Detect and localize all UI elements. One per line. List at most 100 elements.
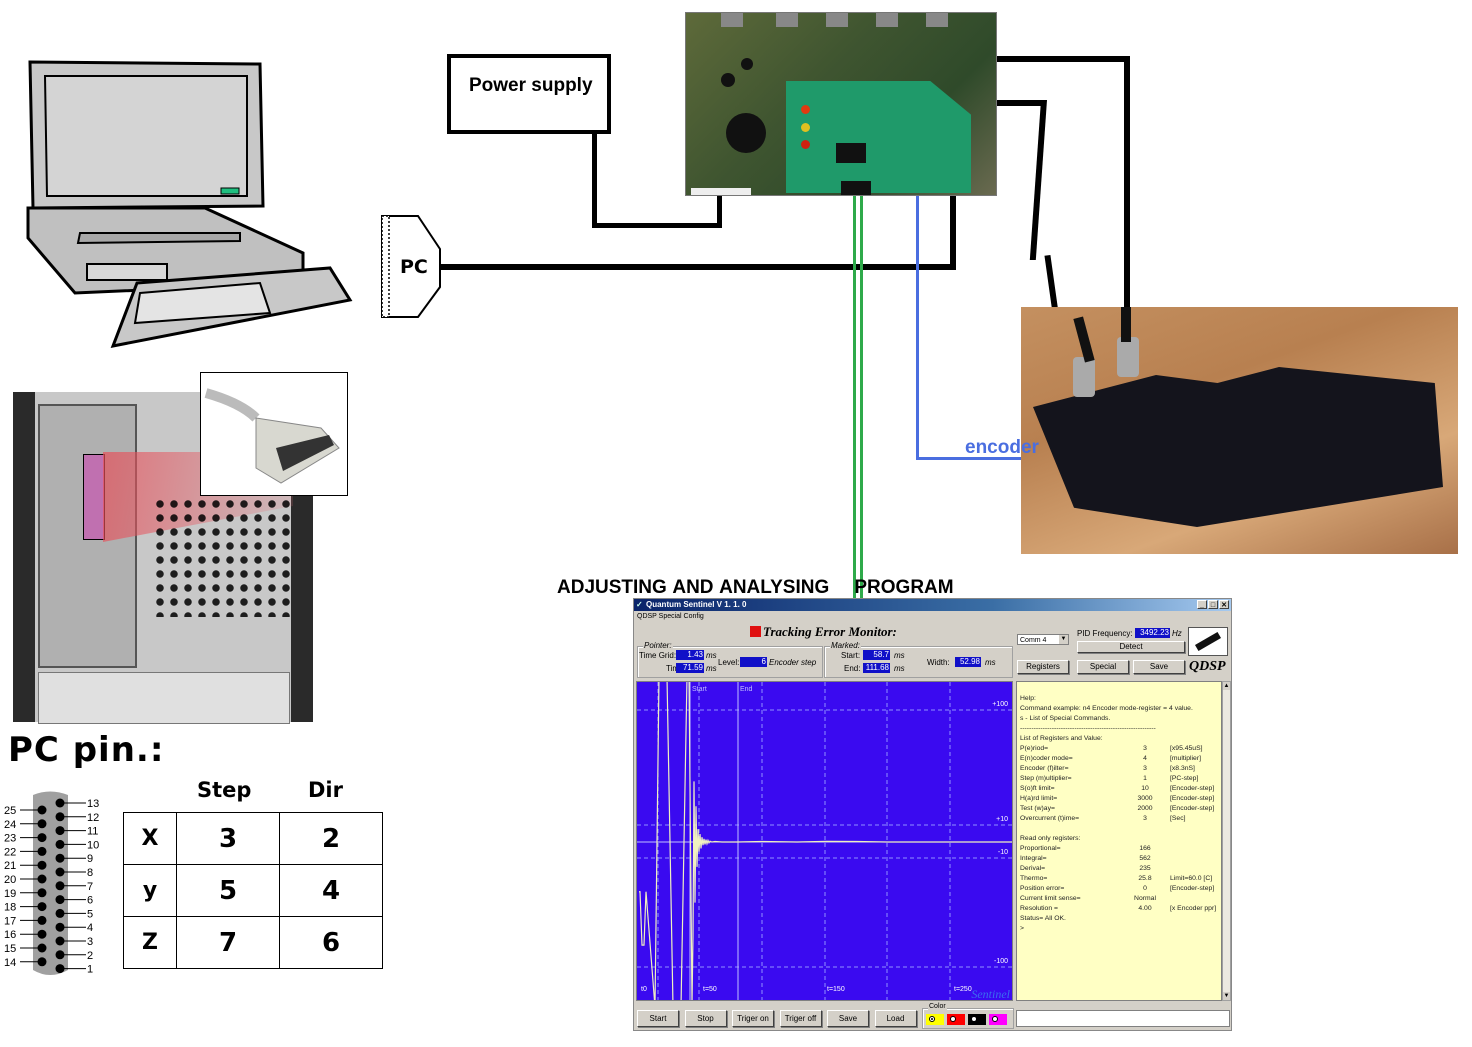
detect-button[interactable]: Detect (1077, 641, 1185, 653)
time-grid-value: 1.43 (676, 650, 704, 660)
marked-group: Marked: Start: 58.7 ms End: 111.68 ms Wi… (824, 641, 1013, 678)
level-value: 6 (740, 657, 767, 667)
stop-button[interactable]: Stop (684, 1010, 727, 1027)
special-button[interactable]: Special (1077, 660, 1129, 674)
color-group: Color (922, 1003, 1014, 1029)
register-cell: 4 (1143, 755, 1147, 762)
dir-pin-cell: 4 (279, 864, 383, 917)
qdsp-logo: QDSP (1189, 659, 1226, 674)
pin-title: PC pin.: (8, 730, 165, 770)
register-cell: 2000 (1137, 805, 1153, 812)
command-input[interactable] (1016, 1010, 1230, 1027)
save-button[interactable]: Save (827, 1010, 869, 1027)
scroll-up-icon[interactable]: ▲ (1223, 682, 1230, 690)
pin-number: 2 (87, 950, 93, 962)
menu-bar[interactable]: QDSP Special Config (637, 613, 704, 620)
register-cell: Current limit sense= (1020, 895, 1081, 902)
pin-number: 11 (87, 826, 98, 838)
register-cell (1170, 894, 1220, 904)
pin-dot (37, 833, 47, 843)
register-cell: Position error= (1020, 885, 1065, 892)
pin-number: 18 (4, 902, 16, 914)
pin-dot (55, 895, 65, 905)
pin-number: 9 (87, 853, 93, 865)
pin-number: 6 (87, 895, 93, 907)
motor-wire-1-h (995, 56, 1130, 62)
trigger-off-button[interactable]: Triger off (779, 1010, 822, 1027)
register-cell (1170, 844, 1220, 854)
register-row: Resolution =4.00[x Encoder ppr] (1020, 904, 1221, 914)
register-cell: [Encoder-step] (1170, 805, 1215, 812)
help-console: Help:Command example: n4 Encoder mode-re… (1016, 681, 1222, 1001)
title-bar[interactable]: ✓ Quantum Sentinel V 1. 1. 0 _ □ ✕ (634, 599, 1231, 611)
radio-icon[interactable] (971, 1016, 977, 1022)
scroll-down-icon[interactable]: ▼ (1223, 992, 1230, 1000)
registers-button[interactable]: Registers (1017, 660, 1069, 674)
register-cell (1170, 854, 1220, 864)
radio-icon[interactable] (929, 1016, 935, 1022)
readonly-title: Read only registers: (1020, 835, 1081, 842)
close-button[interactable]: ✕ (1219, 600, 1229, 609)
register-cell: 3 (1143, 745, 1147, 752)
register-row: S(o)ft limit=10[Encoder-step] (1020, 784, 1221, 794)
driver-board-photo (685, 12, 997, 196)
comm-port-select[interactable]: Comm 4 ▼ (1017, 634, 1069, 645)
pin-dot (55, 922, 65, 932)
register-cell: 3 (1143, 815, 1147, 822)
register-cell: 562 (1139, 855, 1151, 862)
trigger-on-button[interactable]: Triger on (732, 1010, 774, 1027)
color-option[interactable] (926, 1014, 944, 1025)
pin-row-x: X 3 2 (123, 812, 383, 865)
register-cell: Derival= (1020, 865, 1046, 872)
save-config-button[interactable]: Save (1133, 660, 1185, 674)
pin-dot (55, 936, 65, 946)
record-indicator-icon (750, 626, 761, 637)
minimize-button[interactable]: _ (1197, 600, 1207, 609)
step-pin-cell: 7 (176, 916, 280, 969)
pin-dot (37, 957, 47, 967)
start-button[interactable]: Start (637, 1010, 679, 1027)
register-cell: Resolution = (1020, 905, 1058, 912)
pin-number: 22 (4, 846, 16, 858)
load-button[interactable]: Load (874, 1010, 917, 1027)
prompt-line: > (1020, 925, 1024, 932)
pin-dot (55, 798, 65, 808)
blank-line (1020, 824, 1221, 834)
help-line: List of Registers and Value: (1020, 735, 1103, 742)
register-row: Derival=235 (1020, 864, 1221, 874)
radio-icon[interactable] (992, 1016, 998, 1022)
register-cell: [Encoder-step] (1170, 795, 1215, 802)
color-option[interactable] (947, 1014, 965, 1025)
maximize-button[interactable]: □ (1208, 600, 1218, 609)
pc-cable (440, 264, 955, 270)
radio-icon[interactable] (950, 1016, 956, 1022)
pin-number: 21 (4, 860, 16, 872)
register-cell: [x8.3nS] (1170, 765, 1195, 772)
register-cell: Step (m)ultiplier= (1020, 775, 1072, 782)
register-cell: Integral= (1020, 855, 1047, 862)
register-cell: [Encoder-step] (1170, 885, 1215, 892)
axis-cell: X (123, 812, 177, 865)
pin-number: 24 (4, 819, 16, 831)
axis-cell: Z (123, 916, 177, 969)
pin-dot (55, 950, 65, 960)
pin-dot (55, 867, 65, 877)
register-cell: Encoder (f)ilter= (1020, 765, 1069, 772)
color-option[interactable] (968, 1014, 986, 1025)
pin-row-z: Z 7 6 (123, 916, 383, 969)
sentinel-watermark: Sentinel (971, 987, 1010, 1001)
register-cell: 1 (1143, 775, 1147, 782)
power-supply-box: Power supply (447, 54, 611, 134)
chevron-down-icon[interactable]: ▼ (1059, 635, 1068, 644)
help-scrollbar[interactable]: ▲ ▼ (1222, 681, 1231, 1001)
color-option[interactable] (989, 1014, 1007, 1025)
servo-motor-photo (1021, 307, 1458, 554)
register-cell: [PC-step] (1170, 775, 1199, 782)
register-cell: P(e)riod= (1020, 745, 1049, 752)
quantum-sentinel-window: ✓ Quantum Sentinel V 1. 1. 0 _ □ ✕ QDSP … (633, 598, 1232, 1031)
encoder-wire-v (916, 160, 919, 460)
register-cell: [Encoder-step] (1170, 785, 1215, 792)
pin-col-step: Step (197, 778, 252, 802)
